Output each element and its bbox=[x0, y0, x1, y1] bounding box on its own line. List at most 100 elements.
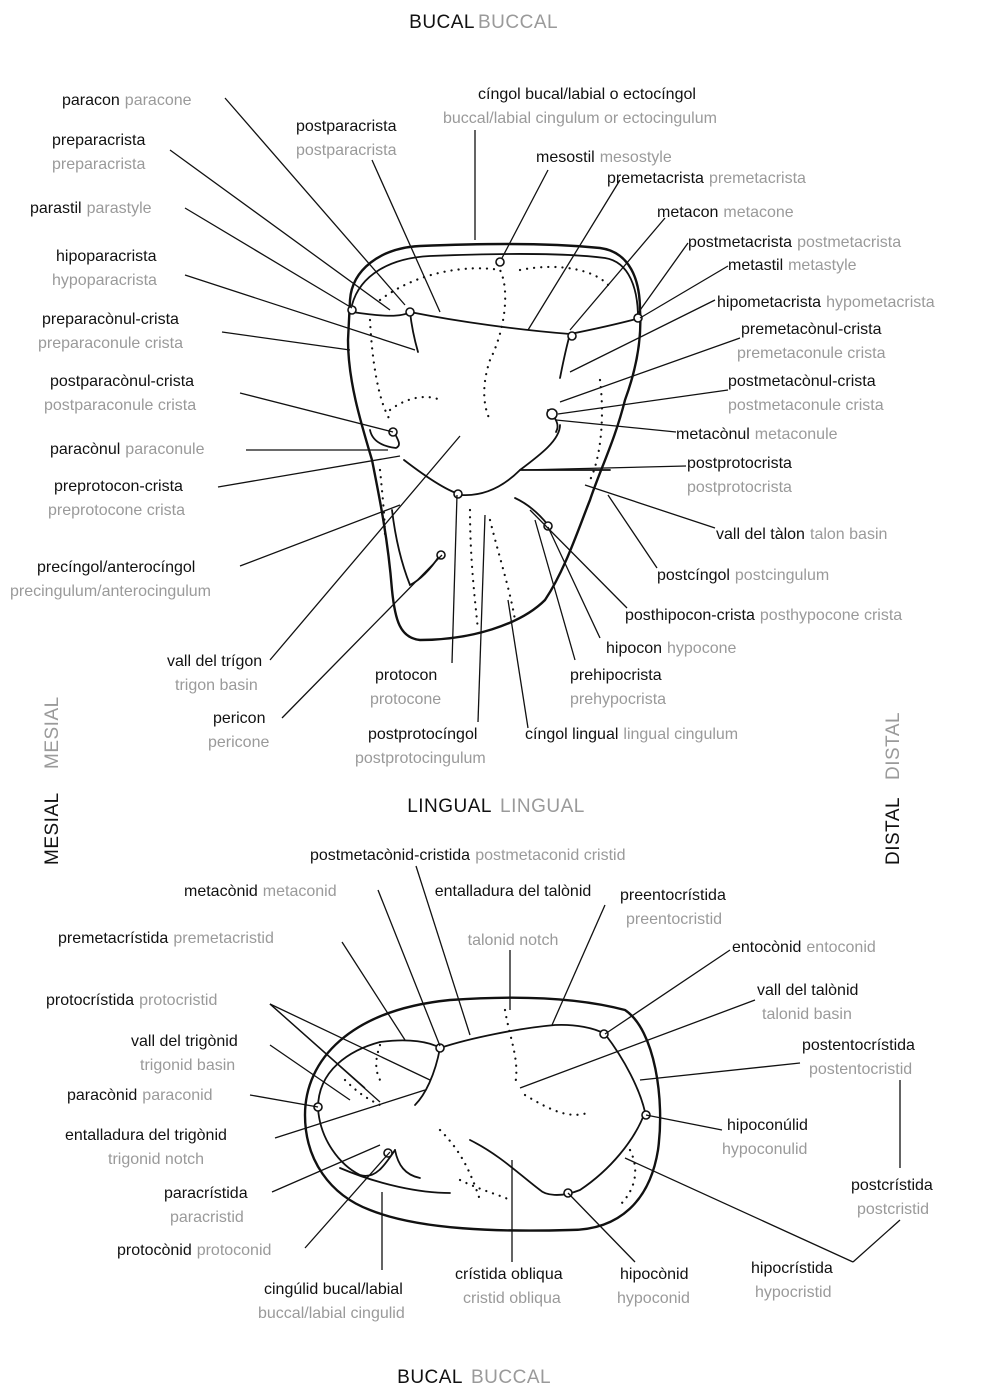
label-preparacrista-en: preparacrista bbox=[52, 156, 145, 173]
label-postprotocingol-en: postprotocingulum bbox=[355, 750, 486, 767]
orientation-middle-en: LINGUAL bbox=[500, 796, 585, 817]
label-hipoconulid-ca: hipoconúlid bbox=[727, 1117, 808, 1134]
label-entoconid-ca: entocònid bbox=[732, 939, 801, 956]
orientation-middle: LINGUAL LINGUAL bbox=[407, 796, 585, 817]
label-preparacrista-ca: preparacrista bbox=[52, 132, 145, 149]
label-protocon-ca: protocon bbox=[375, 667, 437, 684]
label-protocristida-ca: protocrístida bbox=[46, 992, 134, 1009]
label-preentocristida-ca: preentocrístida bbox=[620, 887, 726, 904]
upper-molar-labels: paracon paracone cíngol bucal/labial o e… bbox=[10, 86, 935, 767]
orientation-top-ca: BUCAL bbox=[409, 12, 475, 33]
label-hipoconid-ca: hipocònid bbox=[620, 1266, 689, 1283]
label-premetaconul-crista-en: premetaconule crista bbox=[737, 345, 886, 362]
label-paraconid-ca: paracònid bbox=[67, 1087, 137, 1104]
label-paraconul-en: paraconule bbox=[125, 441, 204, 458]
label-vall-talonid-en: talonid basin bbox=[762, 1006, 852, 1023]
label-cristida-obliqua-en: cristid obliqua bbox=[463, 1290, 561, 1307]
label-premetacrista-ca: premetacrista bbox=[607, 170, 704, 187]
orientation-bottom: BUCAL BUCCAL bbox=[397, 1367, 551, 1386]
orientation-top-en: BUCCAL bbox=[478, 12, 558, 33]
label-vall-trigon-ca: vall del trígon bbox=[167, 653, 262, 670]
orientation-left-ca: MESIAL bbox=[42, 792, 63, 865]
lower-molar-labels: postmetacònid-cristida postmetaconid cri… bbox=[46, 847, 933, 1322]
orientation-left-en: MESIAL bbox=[42, 696, 63, 769]
label-paracon-ca: paracon bbox=[62, 92, 120, 109]
label-postparacrista-en: postparacrista bbox=[296, 142, 397, 159]
label-vall-trigon-en: trigon basin bbox=[175, 677, 258, 694]
label-postparacrista-ca: postparacrista bbox=[296, 118, 397, 135]
orientation-right-ca: DISTAL bbox=[883, 797, 904, 865]
orientation-middle-ca: LINGUAL bbox=[407, 796, 492, 817]
label-postprotocrista-en: postprotocrista bbox=[687, 479, 792, 496]
label-mesostil-ca: mesostil bbox=[536, 149, 595, 166]
label-paracon-en: paracone bbox=[125, 92, 192, 109]
label-paracristida-ca: paracrístida bbox=[164, 1185, 248, 1202]
orientation-right-en: DISTAL bbox=[883, 712, 904, 780]
label-preentocristida-en: preentocristid bbox=[626, 911, 722, 928]
label-protoconid-ca: protocònid bbox=[117, 1242, 192, 1259]
label-posthipocon-crista-ca: posthipocon-crista bbox=[625, 607, 755, 624]
upper-molar-leaders bbox=[170, 98, 740, 728]
label-postmetaconul-crista-en: postmetaconule crista bbox=[728, 397, 884, 414]
label-vall-talon-ca: vall del tàlon bbox=[716, 526, 805, 543]
label-parastil-en: parastyle bbox=[87, 200, 152, 217]
orientation-right: DISTAL DISTAL bbox=[883, 712, 904, 865]
label-cingol-bucal-en: buccal/labial cingulum or ectocingulum bbox=[443, 110, 717, 127]
label-postmetaconid-cristida-en: postmetaconid cristid bbox=[475, 847, 625, 864]
upper-molar-drawing bbox=[348, 244, 642, 640]
label-paracristida-en: paracristid bbox=[170, 1209, 244, 1226]
label-premetaconul-crista-ca: premetacònul-crista bbox=[741, 321, 882, 338]
label-postmetacrista-en: postmetacrista bbox=[797, 234, 901, 251]
label-hipocristida-en: hypocristid bbox=[755, 1284, 831, 1301]
label-paraconul-ca: paracònul bbox=[50, 441, 120, 458]
label-hipometacrista-en: hypometacrista bbox=[826, 294, 935, 311]
orientation-bottom-en: BUCCAL bbox=[471, 1367, 551, 1386]
label-protocristida-en: protocristid bbox=[139, 992, 217, 1009]
orientation-bottom-ca: BUCAL bbox=[397, 1367, 463, 1386]
label-postparaconul-crista-en: postparaconule crista bbox=[44, 397, 196, 414]
label-preparaconul-crista-en: preparaconule crista bbox=[38, 335, 183, 352]
label-precingol-ca: precíngol/anterocíngol bbox=[37, 559, 195, 576]
label-postentocristida-ca: postentocrístida bbox=[802, 1037, 915, 1054]
label-premetacrista-en: premetacrista bbox=[709, 170, 806, 187]
label-postmetaconul-crista-ca: postmetacònul-crista bbox=[728, 373, 876, 390]
lower-molar-leaders bbox=[250, 866, 900, 1270]
label-entalladura-trigonid-en: trigonid notch bbox=[108, 1151, 204, 1168]
label-vall-talonid-ca: vall del talònid bbox=[757, 982, 858, 999]
label-premetacristida-ca: premetacrístida bbox=[58, 930, 168, 947]
label-hipocon-en: hypocone bbox=[667, 640, 736, 657]
label-metacon-en: metacone bbox=[723, 204, 793, 221]
label-protoconid-en: protoconid bbox=[197, 1242, 272, 1259]
label-metaconid-ca: metacònid bbox=[184, 883, 258, 900]
label-vall-trigonid-ca: vall del trigònid bbox=[131, 1033, 238, 1050]
label-precingol-en: precingulum/anterocingulum bbox=[10, 583, 211, 600]
label-postcingol-en: postcingulum bbox=[735, 567, 829, 584]
label-cingulid-bucal-ca: cingúlid bucal/labial bbox=[264, 1281, 403, 1298]
label-metaconul-ca: metacònul bbox=[676, 426, 750, 443]
label-hipoparacrista-ca: hipoparacrista bbox=[56, 248, 157, 265]
label-preprotocon-crista-en: preprotocone crista bbox=[48, 502, 185, 519]
label-entalladura-trigonid-ca: entalladura del trigònid bbox=[65, 1127, 227, 1144]
label-postparaconul-crista-ca: postparacònul-crista bbox=[50, 373, 194, 390]
label-preparaconul-crista-ca: preparacònul-crista bbox=[42, 311, 179, 328]
label-metaconid-en: metaconid bbox=[263, 883, 337, 900]
label-prehipocrista-ca: prehipocrista bbox=[570, 667, 662, 684]
label-metastil-ca: metastil bbox=[728, 257, 783, 274]
label-parastil-ca: parastil bbox=[30, 200, 82, 217]
label-mesostil-en: mesostyle bbox=[600, 149, 672, 166]
label-postcristida-ca: postcrístida bbox=[851, 1177, 933, 1194]
label-prehipocrista-en: prehypocrista bbox=[570, 691, 666, 708]
label-premetacristida-en: premetacristid bbox=[173, 930, 273, 947]
label-cingol-lingual-en: lingual cingulum bbox=[623, 726, 738, 743]
label-hipometacrista-ca: hipometacrista bbox=[717, 294, 821, 311]
label-paraconid-en: paraconid bbox=[142, 1087, 212, 1104]
label-pericon-en: pericone bbox=[208, 734, 269, 751]
label-preprotocon-crista-ca: preprotocon-crista bbox=[54, 478, 183, 495]
label-hipoconulid-en: hypoconulid bbox=[722, 1141, 807, 1158]
label-cingulid-bucal-en: buccal/labial cingulid bbox=[258, 1305, 405, 1322]
label-entalladura-talonid-ca: entalladura del talònid bbox=[435, 883, 592, 900]
label-hipocristida-ca: hipocrístida bbox=[751, 1260, 833, 1277]
label-posthipocon-crista-en: posthypocone crista bbox=[760, 607, 902, 624]
label-postcristida-en: postcristid bbox=[857, 1201, 929, 1218]
